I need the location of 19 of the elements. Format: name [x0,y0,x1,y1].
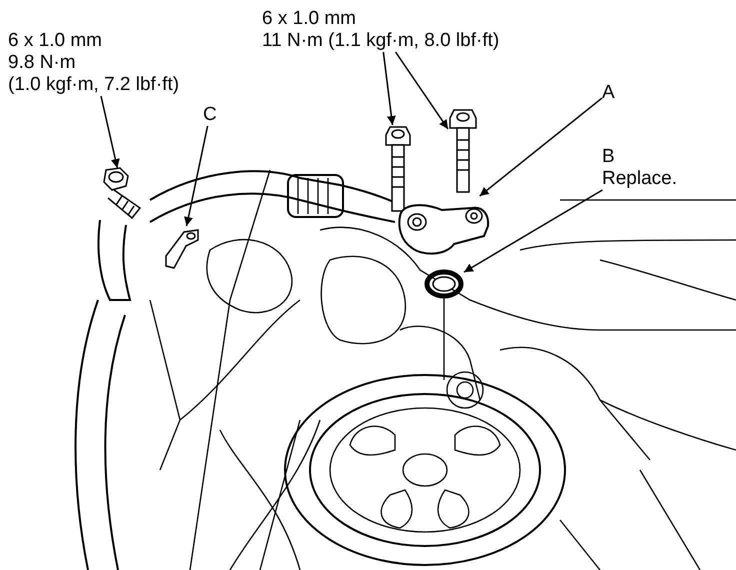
bolt-drawing [384,125,412,213]
torque-value: 11 N·m (1.1 kgf·m, 8.0 lbf·ft) [262,30,500,52]
torque-value: 9.8 N·m [8,52,76,74]
callout-letter: A [602,82,615,104]
leader-arrow [464,189,603,273]
bracket-drawing [164,226,200,270]
o-ring-drawing [424,268,464,300]
leader-arrow [184,126,208,226]
leader-arrow [382,52,396,126]
leader-arrow [479,98,602,197]
torque-value: (1.0 kgf·m, 7.2 lbf·ft) [8,74,180,96]
thread-size: 6 x 1.0 mm [8,30,102,52]
note: Replace. [602,168,677,190]
leader-arrow [394,52,449,130]
thread-size: 6 x 1.0 mm [262,8,356,30]
callout-letter: C [203,104,217,126]
callout-letter: B [602,146,615,168]
leader-arrow [100,96,120,168]
bolt-drawing [448,108,478,194]
